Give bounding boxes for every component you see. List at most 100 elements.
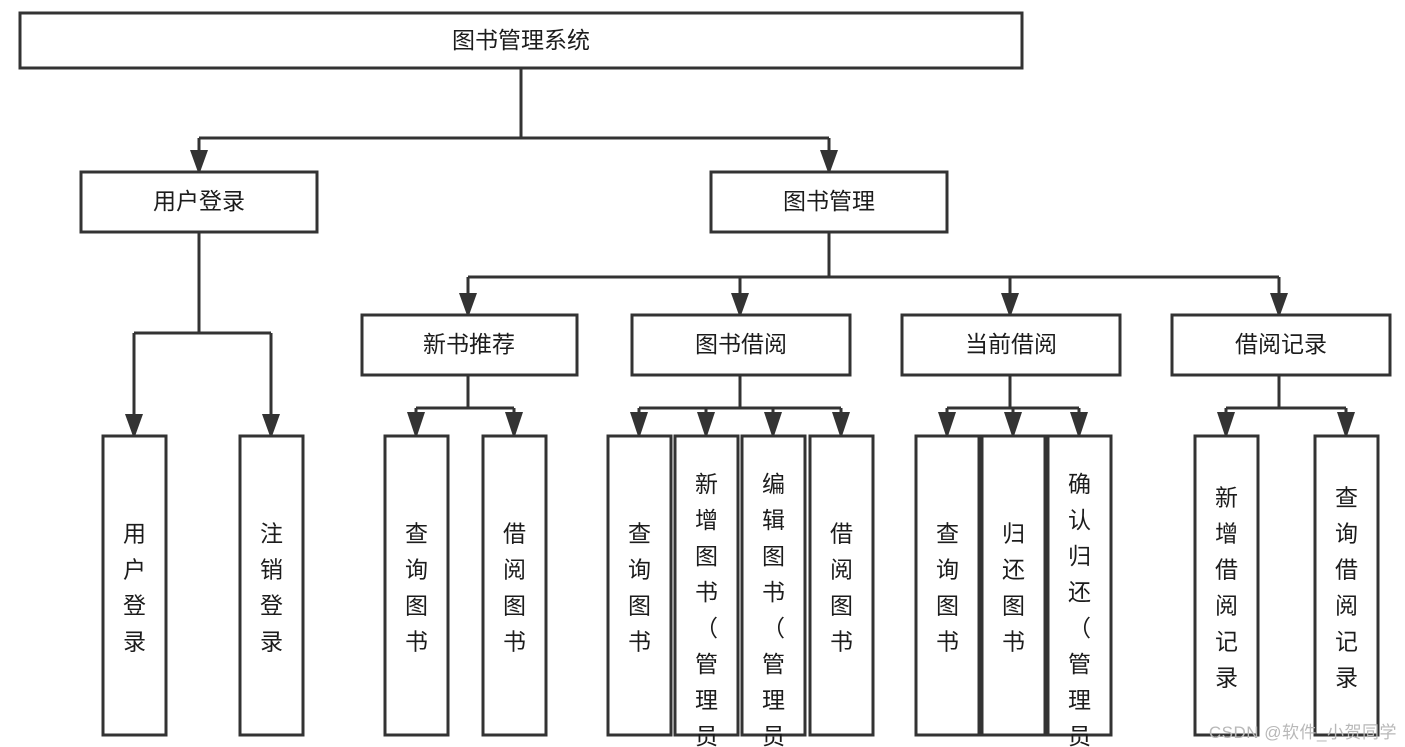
label-char: 还 xyxy=(1068,579,1091,605)
label-char: 询 xyxy=(405,557,428,583)
node-current-borrow[interactable]: 当前借阅 xyxy=(900,313,1122,377)
arrow-icon xyxy=(1070,412,1088,439)
node-root[interactable]: 图书管理系统 xyxy=(18,11,1024,70)
label-char: 阅 xyxy=(1215,593,1238,619)
arrow-icon xyxy=(1217,412,1235,439)
label-char: 阅 xyxy=(503,557,526,583)
node-user-login[interactable]: 用户登录 xyxy=(79,170,319,234)
node-leaf-borrow-book-1[interactable]: 借阅图书 xyxy=(481,434,548,737)
label-char: 管 xyxy=(695,651,718,677)
node-leaf-return-book-label: 归还图书 xyxy=(1002,521,1025,655)
node-book-manage[interactable]: 图书管理 xyxy=(709,170,949,234)
node-user-login-box[interactable] xyxy=(79,170,319,234)
label-char: 图 xyxy=(628,593,651,619)
node-root-box[interactable] xyxy=(18,11,1024,70)
label-char: 书 xyxy=(405,629,428,655)
node-leaf-query-book-1-label: 查询图书 xyxy=(405,521,428,655)
label-char: 理 xyxy=(695,687,718,713)
node-leaf-query-book-2-box[interactable] xyxy=(606,434,673,737)
arrow-icon xyxy=(1337,412,1355,439)
node-borrow-record-box[interactable] xyxy=(1170,313,1392,377)
node-leaf-borrow-book-2-box[interactable] xyxy=(808,434,875,737)
node-leaf-user-logout-label: 注销登录 xyxy=(260,521,283,655)
arrow-icon xyxy=(262,414,280,439)
label-char: 书 xyxy=(628,629,651,655)
node-leaf-confirm-return-label: 确认归还（管理员） xyxy=(1068,471,1091,747)
label-char: 书 xyxy=(1002,629,1025,655)
arrow-icon xyxy=(1004,412,1022,439)
node-leaf-edit-book[interactable]: 编辑图书（管理员） xyxy=(740,434,807,747)
label-char: 借 xyxy=(1215,557,1238,583)
label-char: 增 xyxy=(1215,521,1238,547)
node-leaf-query-record-box[interactable] xyxy=(1313,434,1380,737)
node-leaf-add-record[interactable]: 新增借阅记录 xyxy=(1193,434,1260,737)
arrow-icon xyxy=(764,412,782,439)
node-leaf-query-book-1[interactable]: 查询图书 xyxy=(383,434,450,737)
label-char: 书 xyxy=(830,629,853,655)
label-char: 录 xyxy=(260,629,283,655)
node-borrow-record-label: 借阅记录 xyxy=(1235,331,1327,357)
label-char: 编 xyxy=(762,471,785,497)
node-leaf-add-book-label: 新增图书（管理员） xyxy=(695,471,718,747)
node-leaf-user-logout-box[interactable] xyxy=(238,434,305,737)
label-char: 户 xyxy=(123,557,146,583)
label-char: （ xyxy=(695,615,718,641)
node-leaf-query-book-3[interactable]: 查询图书 xyxy=(914,434,981,737)
node-new-book-rec-box[interactable] xyxy=(360,313,579,377)
node-leaf-query-book-1-box[interactable] xyxy=(383,434,450,737)
arrow-icon xyxy=(697,412,715,439)
node-book-borrow-box[interactable] xyxy=(630,313,852,377)
node-leaf-user-login-box[interactable] xyxy=(101,434,168,737)
label-char: 理 xyxy=(762,687,785,713)
node-leaf-query-record[interactable]: 查询借阅记录 xyxy=(1313,434,1380,737)
label-char: 书 xyxy=(762,579,785,605)
label-char: 员 xyxy=(762,723,785,747)
node-book-manage-box[interactable] xyxy=(709,170,949,234)
node-borrow-record[interactable]: 借阅记录 xyxy=(1170,313,1392,377)
node-current-borrow-box[interactable] xyxy=(900,313,1122,377)
label-char: 归 xyxy=(1002,521,1025,547)
arrow-icon xyxy=(731,293,749,318)
node-leaf-return-book-box[interactable] xyxy=(980,434,1047,737)
label-char: 新 xyxy=(695,471,718,497)
node-leaf-add-record-label: 新增借阅记录 xyxy=(1215,485,1238,691)
node-leaf-confirm-return[interactable]: 确认归还（管理员） xyxy=(1046,434,1113,747)
node-leaf-return-book[interactable]: 归还图书 xyxy=(980,434,1047,737)
node-user-login-label: 用户登录 xyxy=(153,188,245,214)
node-leaf-edit-book-box[interactable] xyxy=(740,434,807,737)
label-char: 阅 xyxy=(830,557,853,583)
label-char: 书 xyxy=(503,629,526,655)
label-char: 销 xyxy=(260,557,283,583)
node-new-book-rec[interactable]: 新书推荐 xyxy=(360,313,579,377)
node-leaf-add-book-box[interactable] xyxy=(673,434,740,737)
node-leaf-user-logout[interactable]: 注销登录 xyxy=(238,434,305,737)
label-char: 记 xyxy=(1335,629,1358,655)
label-char: 用 xyxy=(123,521,146,547)
node-book-borrow[interactable]: 图书借阅 xyxy=(630,313,852,377)
label-char: 员 xyxy=(695,723,718,747)
node-leaf-borrow-book-1-box[interactable] xyxy=(481,434,548,737)
label-char: 书 xyxy=(695,579,718,605)
node-leaf-query-record-label: 查询借阅记录 xyxy=(1335,485,1358,691)
label-char: 增 xyxy=(695,507,718,533)
node-leaf-confirm-return-box[interactable] xyxy=(1046,434,1113,737)
label-char: 图 xyxy=(830,593,853,619)
node-leaf-add-book[interactable]: 新增图书（管理员） xyxy=(673,434,740,747)
node-leaf-user-login[interactable]: 用户登录 xyxy=(101,434,168,737)
node-leaf-add-record-box[interactable] xyxy=(1193,434,1260,737)
label-char: 录 xyxy=(1335,665,1358,691)
label-char: 归 xyxy=(1068,543,1091,569)
arrow-icon xyxy=(190,150,208,175)
node-leaf-query-book-2[interactable]: 查询图书 xyxy=(606,434,673,737)
label-char: 书 xyxy=(936,629,959,655)
label-char: 还 xyxy=(1002,557,1025,583)
label-char: 管 xyxy=(1068,651,1091,677)
arrow-icon xyxy=(938,412,956,439)
node-leaf-borrow-book-2[interactable]: 借阅图书 xyxy=(808,434,875,737)
label-char: 管 xyxy=(762,651,785,677)
label-char: 注 xyxy=(260,521,283,547)
node-leaf-query-book-3-box[interactable] xyxy=(914,434,981,737)
label-char: 员 xyxy=(1068,723,1091,747)
